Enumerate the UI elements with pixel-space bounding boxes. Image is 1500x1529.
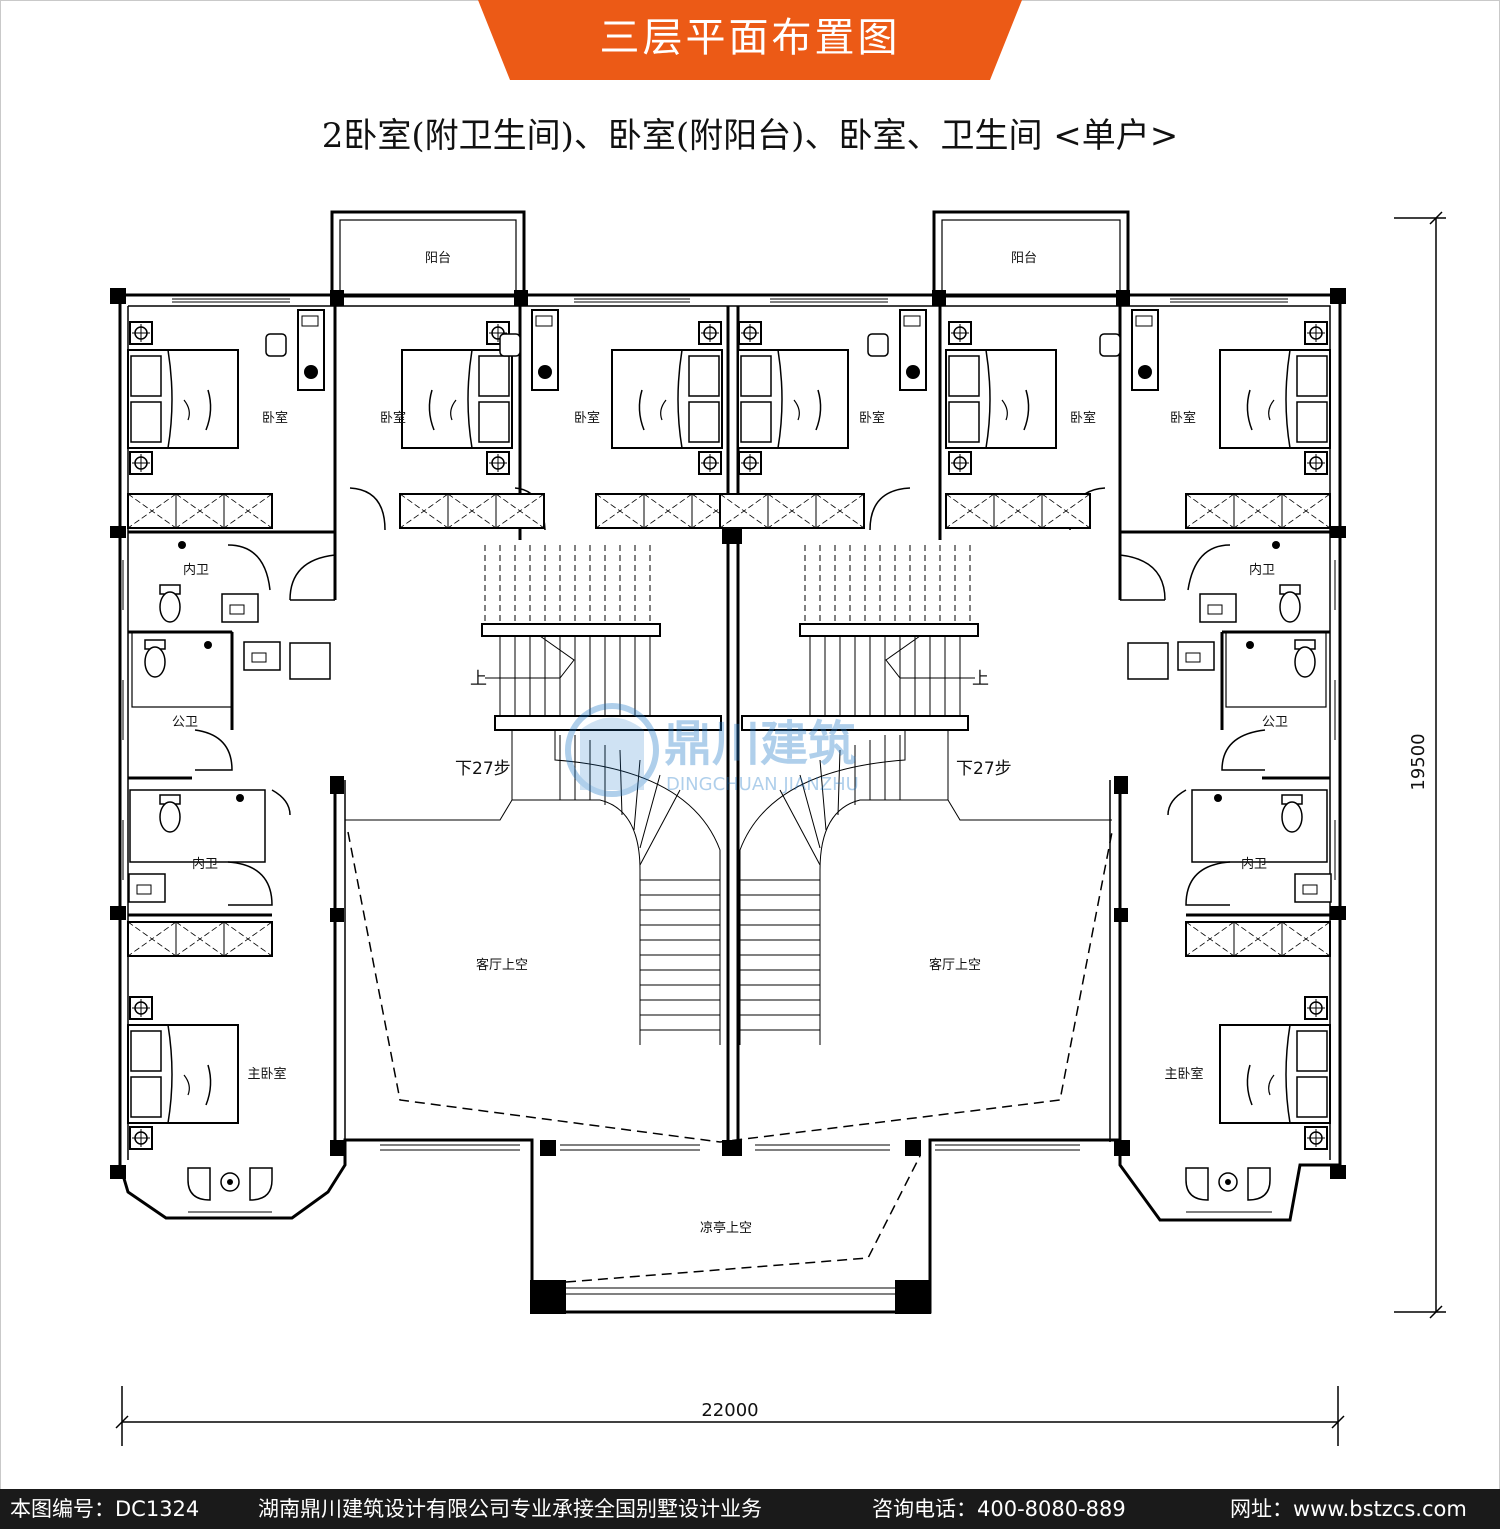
watermark-pinyin: DINGCHUAN JIANZHU	[666, 774, 859, 795]
stairs	[345, 545, 1112, 1045]
dim-depth-label: 19500	[1408, 733, 1429, 790]
label-bedroom-6: 卧室	[1170, 410, 1196, 426]
label-balcony-right: 阳台	[1011, 251, 1037, 266]
banner-shape	[478, 0, 1022, 80]
page-subtitle: 2卧室(附卫生间)、卧室(附阳台)、卧室、卫生间 <单户>	[321, 116, 1179, 156]
furniture	[127, 309, 1332, 1201]
footer-bar: 本图编号：DC1324 湖南鼎川建筑设计有限公司专业承接全国别墅设计业务 咨询电…	[0, 1489, 1500, 1529]
label-en-suite-4: 内卫	[1241, 856, 1267, 872]
page-title: 三层平面布置图	[599, 15, 901, 61]
label-master-bedroom-left: 主卧室	[247, 1066, 286, 1082]
label-public-bath-right: 公卫	[1262, 715, 1288, 730]
windows	[122, 298, 1336, 1295]
label-bedroom-1: 卧室	[262, 410, 288, 426]
label-living-void-left: 客厅上空	[476, 957, 528, 973]
label-en-suite-3: 内卫	[192, 856, 218, 872]
living-void-outline	[347, 831, 1113, 1143]
floor-plan: 阳台 阳台 卧室 卧室 卧室 卧室 卧室 卧室 内卫 内卫 内卫 内卫 公卫 公…	[110, 210, 1446, 1446]
dim-width-label: 22000	[701, 1400, 758, 1421]
footer-drawing-number: 本图编号：DC1324	[10, 1497, 200, 1521]
stair-down-right: 下27步	[956, 759, 1012, 779]
stair-up-right: 上	[972, 669, 989, 689]
label-en-suite-1: 内卫	[183, 562, 209, 578]
footer-website: 网址：www.bstzcs.com	[1230, 1497, 1467, 1521]
label-master-bedroom-right: 主卧室	[1164, 1066, 1203, 1082]
stair-labels: 上 上 下27步 下27步	[455, 669, 1012, 779]
label-bedroom-3: 卧室	[574, 410, 600, 426]
label-public-bath-left: 公卫	[172, 715, 198, 730]
footer-phone: 咨询电话：400-8080-889	[872, 1497, 1126, 1521]
label-en-suite-2: 内卫	[1249, 562, 1275, 578]
label-balcony-left: 阳台	[425, 251, 451, 266]
watermark-name: 鼎川建筑	[664, 716, 856, 772]
room-labels: 阳台 阳台 卧室 卧室 卧室 卧室 卧室 卧室 内卫 内卫 内卫 内卫 公卫 公…	[172, 251, 1288, 1236]
label-pavilion-void: 凉亭上空	[700, 1220, 752, 1236]
stair-down-left: 下27步	[455, 759, 511, 779]
columns	[110, 288, 1346, 1314]
watermark-logo	[565, 703, 659, 797]
footer-company: 湖南鼎川建筑设计有限公司专业承接全国别墅设计业务	[258, 1497, 762, 1521]
watermark: 鼎川建筑 DINGCHUAN JIANZHU	[664, 716, 859, 795]
label-bedroom-4: 卧室	[859, 410, 885, 426]
label-living-void-right: 客厅上空	[929, 957, 981, 973]
doors	[194, 487, 1266, 906]
label-bedroom-2: 卧室	[380, 410, 406, 426]
stair-up-left: 上	[470, 669, 487, 689]
title-banner	[478, 0, 1022, 80]
label-bedroom-5: 卧室	[1070, 410, 1096, 426]
pavilion-void	[565, 1155, 921, 1283]
